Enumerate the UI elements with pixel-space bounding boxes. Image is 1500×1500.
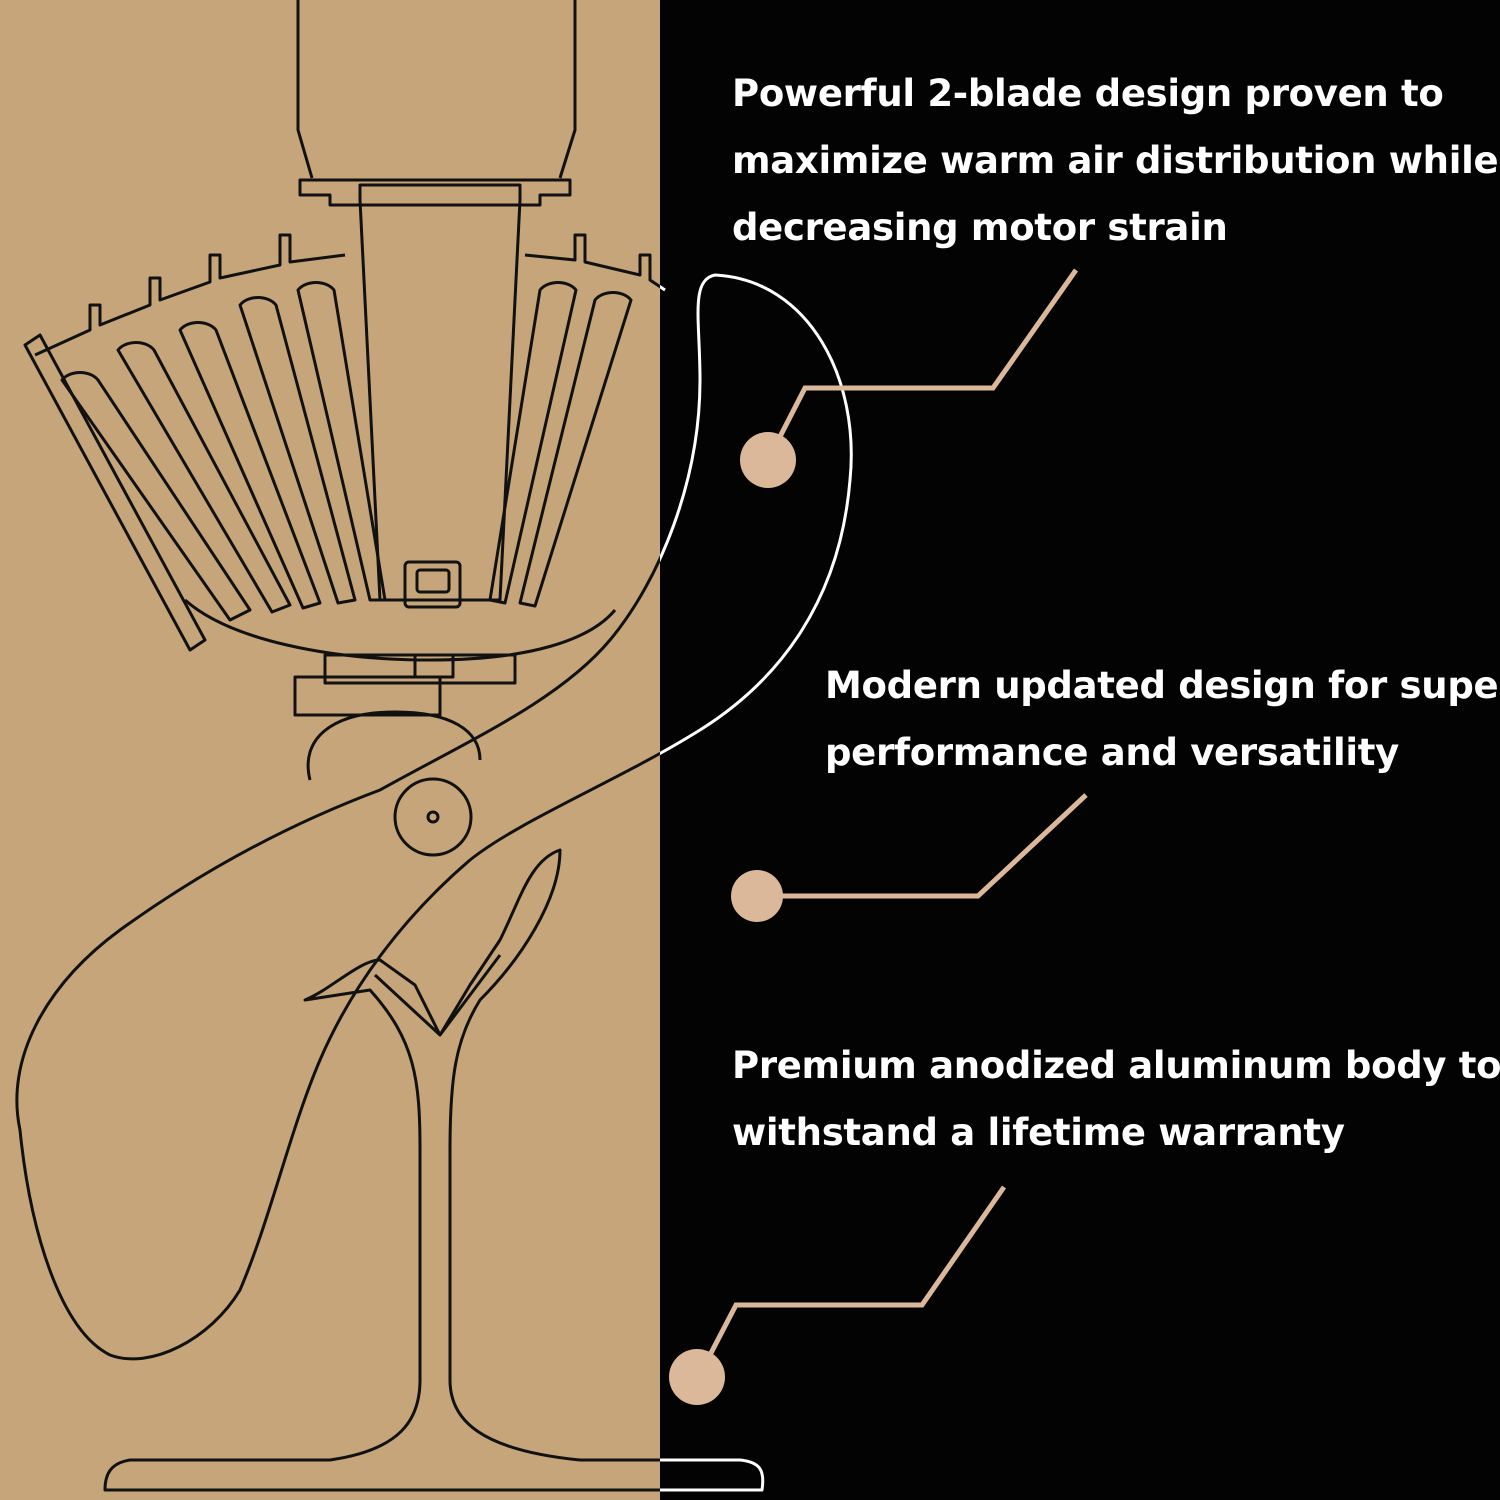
callout-line-1 <box>765 268 1079 462</box>
feature-2-line-2: performance and versatility <box>825 731 1399 774</box>
callout-dot-2 <box>731 870 783 922</box>
feature-3-line-1: Premium anodized aluminum body to <box>732 1044 1500 1087</box>
feature-3-line-2: withstand a lifetime warranty <box>732 1111 1345 1154</box>
callout-line-2 <box>760 793 1088 899</box>
feature-text-modern-design: Modern updated design for superior perfo… <box>825 652 1500 786</box>
feature-1-line-3: decreasing motor strain <box>732 206 1228 249</box>
callout-dot-3 <box>669 1349 725 1405</box>
feature-1-line-2: maximize warm air distribution while <box>732 139 1499 182</box>
feature-text-aluminum-body: Premium anodized aluminum body to withst… <box>732 1032 1500 1166</box>
kraft-paper-background <box>0 0 660 1500</box>
feature-2-line-1: Modern updated design for superior <box>825 664 1500 707</box>
callout-dot-1 <box>740 432 796 488</box>
feature-text-blade-design: Powerful 2-blade design proven to maximi… <box>732 60 1499 261</box>
callout-line-3 <box>695 1185 1007 1380</box>
feature-1-line-1: Powerful 2-blade design proven to <box>732 72 1444 115</box>
black-background-panel <box>660 0 1500 1500</box>
